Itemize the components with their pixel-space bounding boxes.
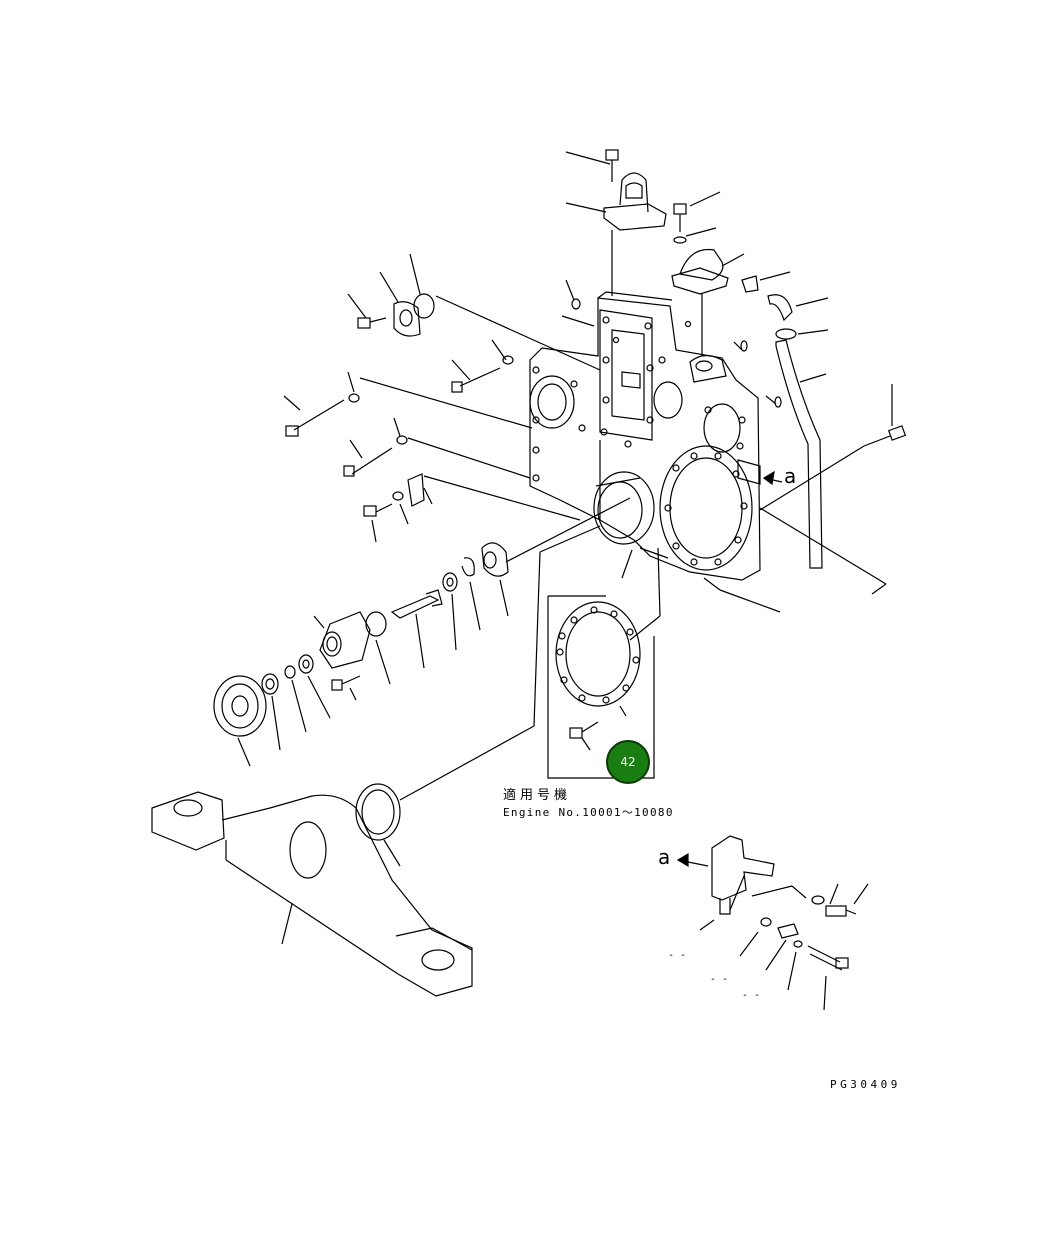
detail-mark-3: - - bbox=[742, 990, 761, 1001]
hose-clamp-1 bbox=[741, 271, 791, 293]
inset-box bbox=[547, 595, 655, 779]
pulley bbox=[213, 675, 267, 767]
bolt-right bbox=[759, 384, 907, 511]
view-a-arrow-main bbox=[762, 470, 783, 486]
spacer bbox=[284, 665, 307, 733]
hose-clamp-2 bbox=[775, 328, 829, 340]
leader-lines bbox=[399, 507, 887, 801]
lifting-bracket bbox=[565, 172, 667, 296]
detail-view-a bbox=[676, 835, 869, 1011]
top-bolt bbox=[565, 149, 619, 182]
detail-mark-2: - - bbox=[710, 974, 729, 985]
timing-gear-case bbox=[529, 291, 761, 581]
bracket-small bbox=[363, 473, 581, 543]
engine-number-range: Engine No.10001～10080 bbox=[503, 806, 674, 819]
front-seal bbox=[355, 783, 401, 867]
idler-shaft bbox=[390, 589, 443, 669]
view-marker-detail: a bbox=[658, 845, 671, 869]
detail-mark-1: - - bbox=[668, 950, 687, 961]
washer-large bbox=[261, 673, 281, 751]
bearing-2 bbox=[298, 654, 331, 719]
view-marker-main: a bbox=[784, 464, 797, 488]
cover-plate bbox=[347, 253, 601, 371]
o-ring-right bbox=[733, 340, 782, 408]
snap-ring bbox=[461, 557, 481, 631]
water-outlet bbox=[671, 248, 745, 356]
o-ring-cover bbox=[365, 611, 391, 685]
hose-elbow bbox=[767, 294, 829, 322]
idler-gear bbox=[481, 497, 631, 617]
water-pipe bbox=[775, 339, 827, 569]
bolt-long-3 bbox=[343, 417, 531, 479]
bolt-washer-top-right bbox=[673, 191, 721, 244]
engine-support bbox=[151, 791, 473, 997]
applicable-note-label: 適用号機 bbox=[503, 788, 572, 803]
shaft-holder bbox=[313, 611, 371, 701]
callout-badge[interactable]: 42 bbox=[606, 740, 650, 784]
bolt-long-1 bbox=[451, 339, 514, 393]
bolt-long-2 bbox=[283, 371, 533, 437]
drawing-number: PG30409 bbox=[830, 1078, 901, 1091]
o-ring-small bbox=[561, 279, 595, 327]
bearing-1 bbox=[442, 572, 458, 651]
